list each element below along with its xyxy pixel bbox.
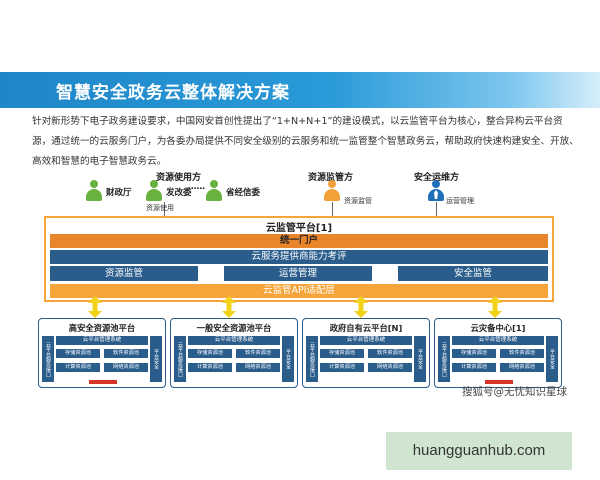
double-arrow-icon (488, 296, 502, 318)
api-adapter-bar: 云监管API适配层 (50, 284, 548, 298)
provider-evaluation-bar: 云服务提供商能力考评 (50, 250, 548, 264)
pool-resource-cell: 网络资源池 (236, 363, 280, 372)
resource-pool-box: 政府自有云平台[N] 云平台服务接口 平台安全云平台管理系统存储资源池软件资源池计算… (302, 318, 430, 388)
pool-security: 平台安全 (546, 336, 558, 382)
pool-title: 一般安全资源池平台 (196, 323, 272, 333)
pool-resource-cell: 存储资源池 (188, 349, 232, 358)
pool-service-interface: 云平台服务接口 (438, 336, 450, 382)
red-highlight-bar (485, 380, 513, 384)
usage-connector (164, 202, 165, 216)
double-arrow-icon (354, 296, 368, 318)
pool-resource-cell: 网络资源池 (104, 363, 148, 372)
pool-security: 平台安全 (282, 336, 294, 382)
pool-service-interface: 云平台服务接口 (174, 336, 186, 382)
pool-service-interface: 云平台服务接口 (42, 336, 54, 382)
pool-resource-cell: 计算资源池 (56, 363, 100, 372)
pool-management-system: 云平台管理系统 (320, 336, 412, 345)
pool-title: 云灾备中心[1] (470, 323, 526, 333)
pool-resource-cell: 网络资源池 (500, 363, 544, 372)
pool-resource-cell: 存储资源池 (320, 349, 364, 358)
pool-title: 高安全资源池平台 (68, 323, 136, 333)
platform-title: 云监管平台[1] (265, 223, 333, 234)
ops-person-icon (426, 180, 446, 202)
pool-resource-cell: 计算资源池 (188, 363, 232, 372)
pool-title: 政府自有云平台[N] (329, 323, 403, 333)
user-person-icon (144, 180, 164, 202)
title-banner (0, 72, 600, 108)
pool-resource-cell: 计算资源池 (452, 363, 496, 372)
resource-pool-box: 高安全资源池平台云平台服务接口 平台安全云平台管理系统存储资源池软件资源池计算资源… (38, 318, 166, 388)
monitor-action-label: 资源监管 (344, 197, 372, 205)
operations-management-bar: 运营管理 (224, 266, 372, 281)
pool-security: 平台安全 (414, 336, 426, 382)
security-monitoring-bar: 安全监管 (398, 266, 548, 281)
ops-action-label: 运营管理 (446, 197, 474, 205)
resource-pool-box: 云灾备中心[1] 云平台服务接口 平台安全云平台管理系统存储资源池软件资源池计算资源… (434, 318, 562, 388)
pool-service-interface: 云平台服务接口 (306, 336, 318, 382)
monitor-party-label: 资源监管方 (308, 173, 354, 183)
pool-management-system: 云平台管理系统 (56, 336, 148, 345)
user-ellipsis: …… (188, 182, 205, 192)
url-label: huangguanhub.com (386, 432, 572, 470)
description-paragraph: 针对新形势下电子政务建设要求，中国网安首创性提出了“1+N+N+1”的建设模式，… (32, 116, 579, 167)
watermark-text: 搜狐号@无忧知识星球 (462, 386, 567, 398)
double-arrow-icon (88, 296, 102, 318)
red-highlight-bar (89, 380, 117, 384)
pool-resource-cell: 存储资源池 (56, 349, 100, 358)
monitor-connector (332, 202, 333, 216)
user-ndrc-label: 发改委 (166, 188, 192, 198)
resource-pool-box: 一般安全资源池平台云平台服务接口 平台安全云平台管理系统存储资源池软件资源池计算资… (170, 318, 298, 388)
monitor-person-icon (322, 180, 342, 202)
pool-resource-cell: 存储资源池 (452, 349, 496, 358)
user-economy-label: 省经信委 (226, 188, 261, 198)
ops-party-label: 安全运维方 (414, 173, 460, 183)
user-person-icon (204, 180, 224, 202)
pool-resource-cell: 软件资源池 (236, 349, 280, 358)
pool-management-system: 云平台管理系统 (452, 336, 544, 345)
unified-portal-bar: 统一门户 (50, 234, 548, 248)
ops-connector (436, 202, 437, 216)
pool-resource-cell: 软件资源池 (368, 349, 412, 358)
pool-resource-cell: 软件资源池 (500, 349, 544, 358)
resource-monitoring-bar: 资源监管 (50, 266, 198, 281)
pool-resource-cell: 计算资源池 (320, 363, 364, 372)
page-title: 智慧安全政务云整体解决方案 (56, 83, 290, 103)
pool-security: 平台安全 (150, 336, 162, 382)
pool-resource-cell: 软件资源池 (104, 349, 148, 358)
pool-resource-cell: 网络资源池 (368, 363, 412, 372)
user-finance-label: 财政厅 (106, 188, 132, 198)
resource-users-label: 资源使用方 (156, 173, 202, 183)
user-person-icon (84, 180, 104, 202)
pool-management-system: 云平台管理系统 (188, 336, 280, 345)
double-arrow-icon (222, 296, 236, 318)
usage-label: 资源使用 (146, 204, 174, 212)
